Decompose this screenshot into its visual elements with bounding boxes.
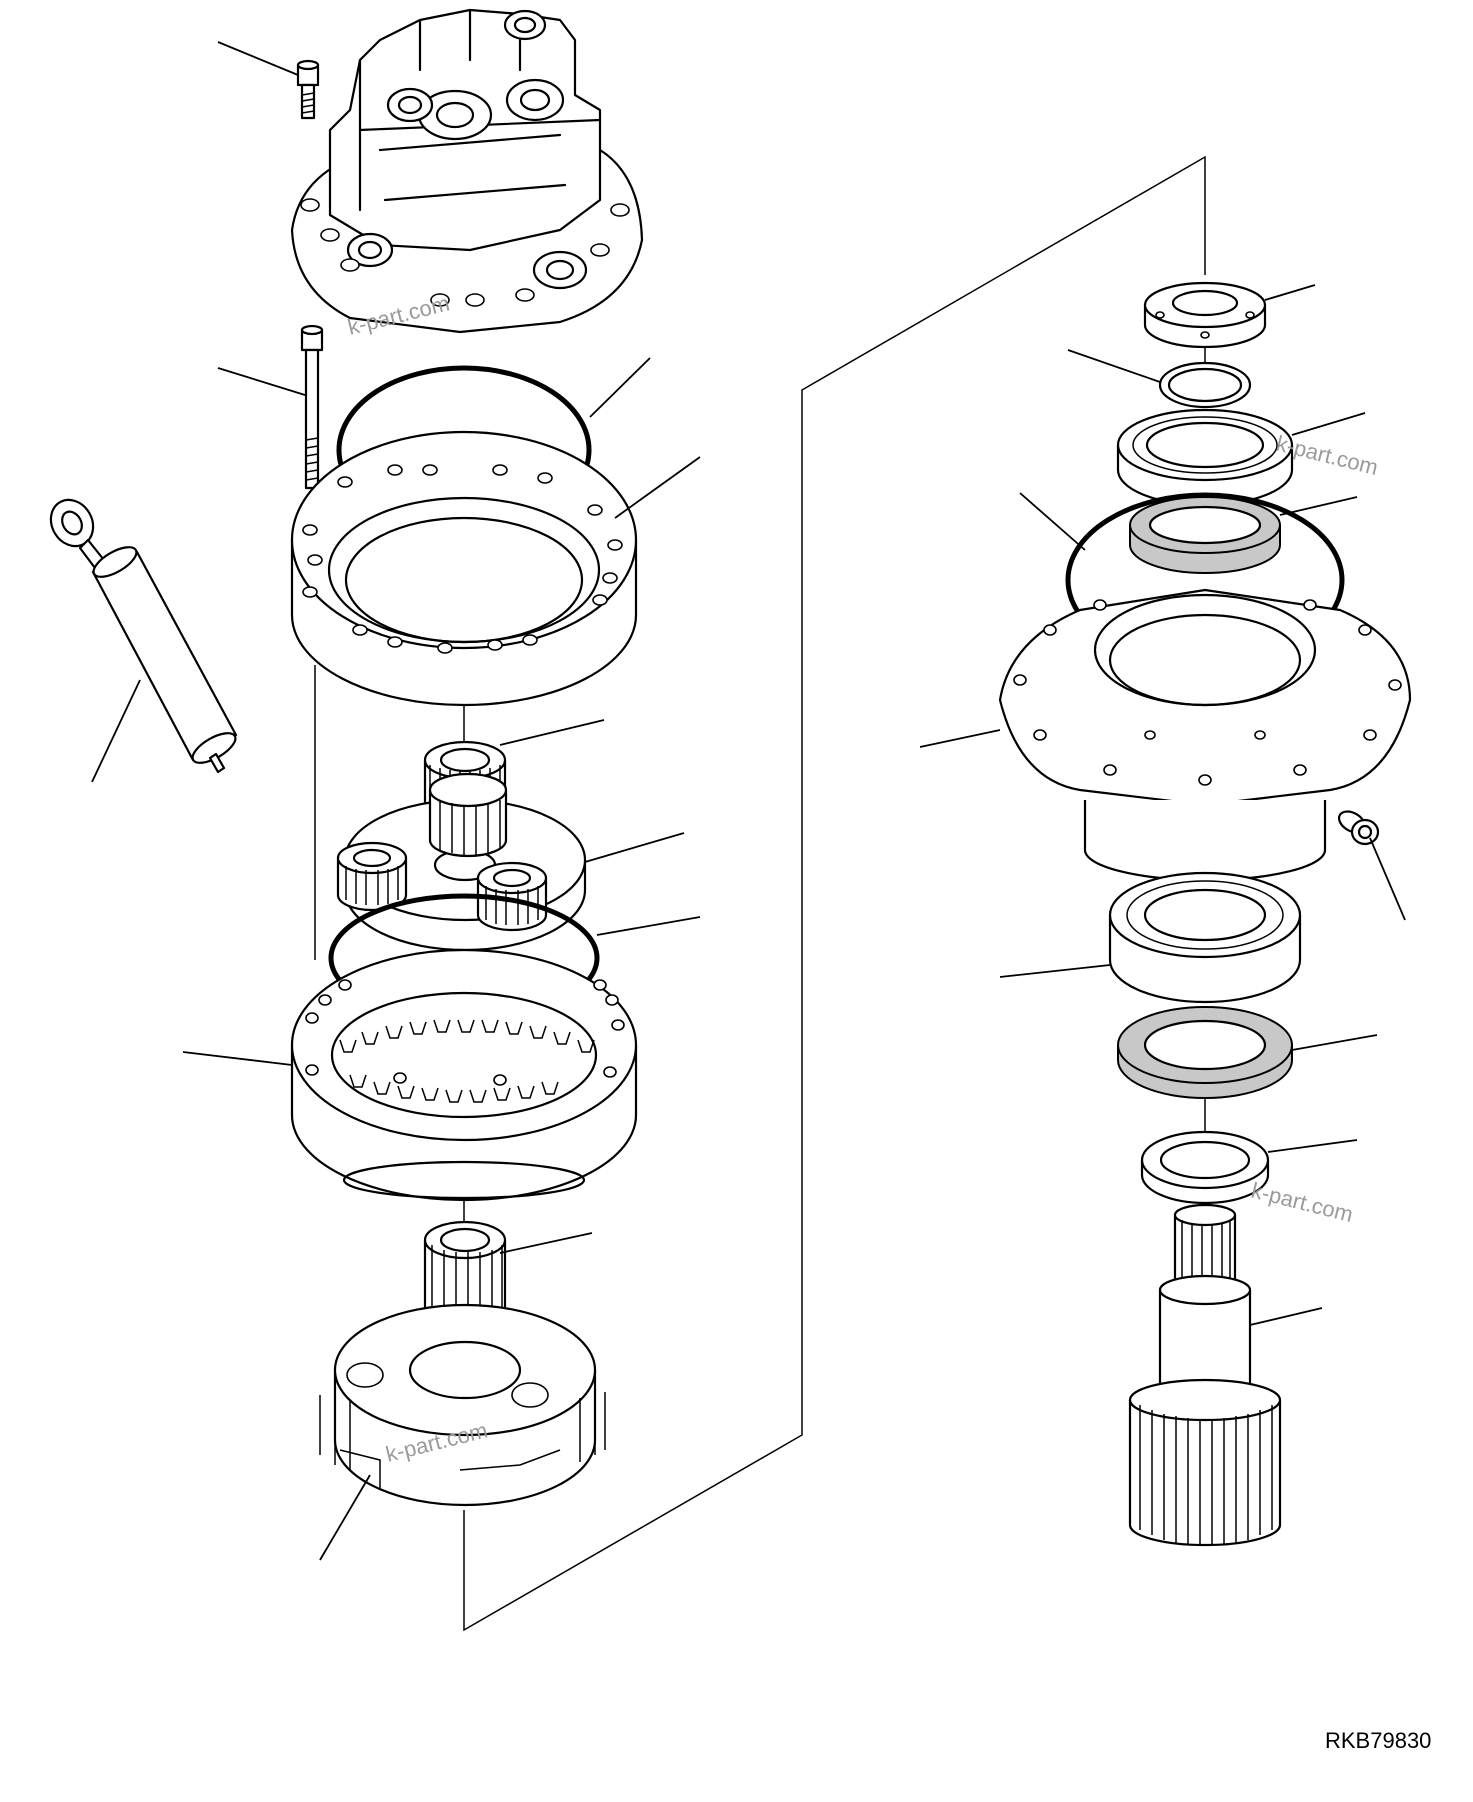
planet-carrier-lower	[319, 1303, 606, 1507]
snap-ring	[1158, 361, 1252, 409]
swing-motor	[290, 8, 644, 334]
ring-gear-housing	[290, 948, 638, 1202]
nut	[1143, 281, 1267, 349]
upper-oil-seal	[1129, 496, 1281, 574]
drain-plug	[1337, 810, 1380, 846]
pinion-shaft	[1128, 1203, 1282, 1547]
ring-gear-housing-holes	[305, 979, 625, 1086]
drawing-code-label: RKB79830	[1325, 1728, 1432, 1753]
thrust-collar	[1140, 1130, 1270, 1205]
upper-bearing	[1116, 408, 1294, 507]
ring-spacer-holes	[302, 464, 623, 654]
ring-spacer	[290, 430, 638, 707]
leader-lines	[91, 41, 1406, 1561]
level-gauge-tube	[49, 498, 238, 774]
gear-case-holes	[1013, 599, 1402, 786]
short-bolt	[296, 59, 320, 120]
long-bolt	[300, 324, 324, 490]
planet-carrier-upper	[336, 772, 587, 952]
lower-bearing	[1108, 871, 1302, 1004]
watermark-text: k-part.com	[1249, 1178, 1356, 1227]
gear-case	[998, 588, 1412, 882]
lower-oil-seal	[1117, 1006, 1293, 1099]
